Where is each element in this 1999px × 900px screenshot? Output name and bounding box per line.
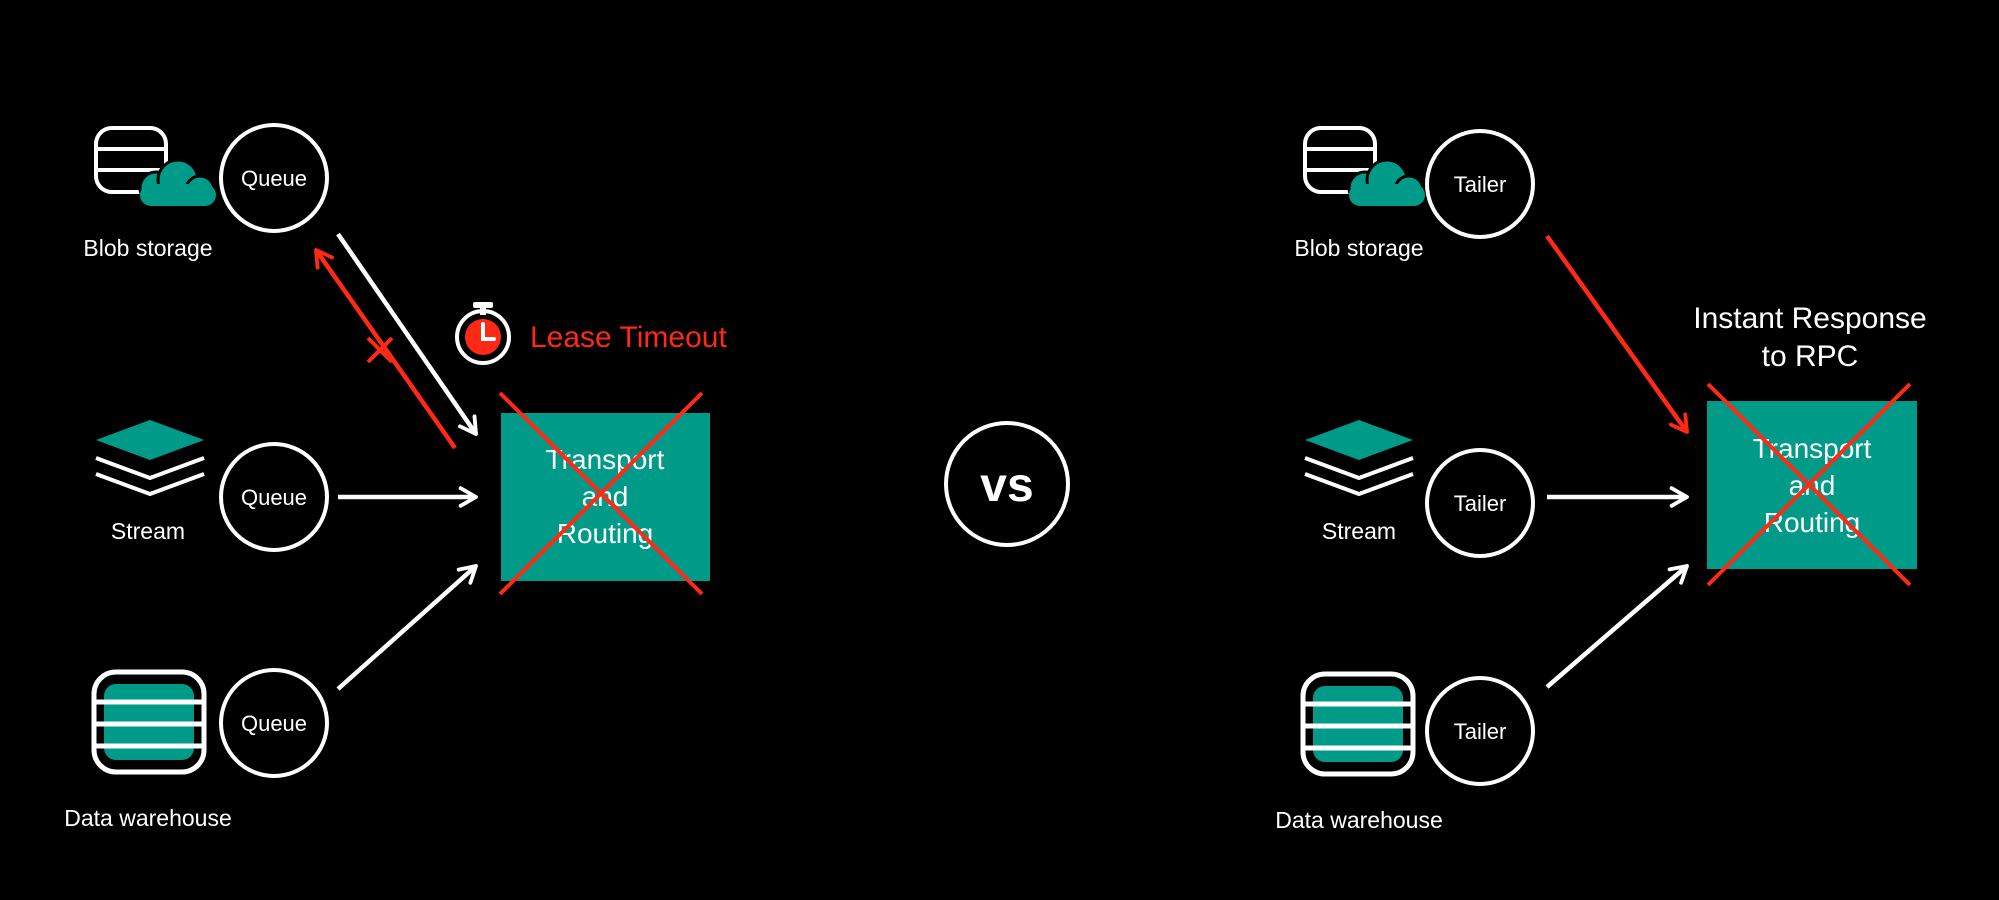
source-label-blob: Blob storage: [83, 235, 212, 261]
arrow-blob-to-router: [336, 232, 478, 436]
consumer-label-warehouse: Tailer: [1454, 719, 1507, 744]
arrow-blob-to-router: [1545, 234, 1689, 434]
source-label-blob: Blob storage: [1294, 235, 1423, 261]
source-label-stream: Stream: [111, 518, 185, 544]
data-warehouse-icon: [91, 669, 207, 775]
cloud-icon: [138, 158, 216, 206]
failure-x-icon: [498, 391, 704, 596]
left-panel: Blob storage Queue Stream Queue Data war…: [64, 123, 727, 831]
failure-x-icon: [1706, 382, 1912, 587]
consumer-label-blob: Tailer: [1454, 172, 1507, 197]
consumer-label-stream: Queue: [241, 485, 307, 510]
consumer-circle-blob: [219, 123, 329, 233]
arrow-warehouse-to-router: [336, 564, 478, 691]
consumer-label-blob: Queue: [241, 166, 307, 191]
stopwatch-icon: [455, 302, 511, 365]
consumer-circle-warehouse: [219, 668, 329, 778]
source-label-stream: Stream: [1322, 518, 1396, 544]
consumer-label-warehouse: Queue: [241, 711, 307, 736]
vs-circle: [944, 421, 1070, 547]
arrow-warehouse-to-router: [1545, 564, 1689, 689]
instant-response-note-line-1: Instant Response: [1693, 302, 1926, 335]
consumer-circle-stream: [1425, 448, 1535, 558]
consumer-label-stream: Tailer: [1454, 491, 1507, 516]
consumer-circle-blob: [1425, 129, 1535, 239]
consumer-circle-warehouse: [1425, 676, 1535, 786]
consumer-circle-stream: [219, 442, 329, 552]
instant-response-note-line-2: to RPC: [1762, 340, 1859, 373]
stream-layers-icon: [1304, 420, 1414, 496]
lease-timeout-label: Lease Timeout: [530, 321, 727, 354]
stream-layers-icon: [95, 420, 205, 496]
data-warehouse-icon: [1300, 671, 1416, 777]
failure-cross-icon: [366, 336, 394, 364]
blob-storage-icon: [94, 126, 216, 206]
blob-storage-icon: [1303, 126, 1425, 206]
source-label-warehouse: Data warehouse: [64, 805, 232, 831]
right-panel: Blob storage Tailer Stream Tailer Data w…: [1275, 126, 1927, 833]
failed-ack-arrow: [314, 248, 457, 450]
cloud-icon: [1347, 158, 1425, 206]
vs-label: vs: [980, 459, 1033, 512]
source-label-warehouse: Data warehouse: [1275, 807, 1443, 833]
